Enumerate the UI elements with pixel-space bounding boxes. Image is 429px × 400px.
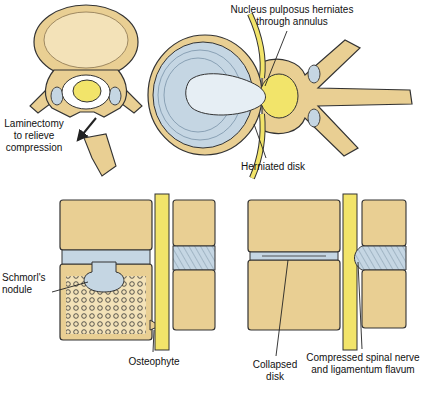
leader-line [254,124,266,158]
facet [109,87,121,105]
spinal-cord [73,80,101,102]
posterior-element [173,200,215,246]
herniated-disk-view [148,14,412,178]
sagittal-view-right [248,194,406,350]
part-label: Collapsed disk [246,359,304,383]
label-anchor: Compressed spinal nerve and ligamentum f… [302,352,424,376]
body-endplate [44,12,128,68]
leader-line [153,330,154,352]
label-anchor: Collapsed disk [246,359,304,383]
removal-arrow [78,118,96,140]
label-anchor: Herniated disk [228,161,318,173]
ligamentum-flavum [173,246,215,270]
vertebral-body [248,200,340,252]
posterior-element [362,270,406,328]
sagittal-view-left [60,194,215,350]
leader-line [358,262,362,349]
label-anchor: Nucleus pulposus herniates through annul… [222,4,362,28]
leader-lines [52,31,362,356]
removed-lamina [84,134,116,176]
part-label: Compressed spinal nerve and ligamentum f… [302,352,424,376]
vertebral-body [248,260,340,330]
vertebral-arch [45,70,126,117]
collapsed-disk [250,252,338,260]
ligamentum-flavum [355,246,407,270]
leader-line [52,282,88,292]
label-anchor: Schmorl's nodule [2,272,54,296]
vertebral-body [34,5,138,79]
part-label: Herniated disk [228,161,318,173]
leader-line [265,31,287,86]
disk-nucleus [262,256,326,257]
part-label: Schmorl's nodule [2,272,54,296]
facet [308,65,320,83]
posterior-element [173,270,215,330]
label-anchor: Laminectomy to relieve compression [2,118,66,153]
facet [51,87,63,105]
spinal-cord [343,194,357,350]
spinal-cord [155,194,169,350]
vertebral-body [60,200,152,250]
part-label: Laminectomy to relieve compression [2,118,66,153]
leader-line [276,260,288,356]
spinal-canal [62,75,110,109]
facet [308,109,320,127]
schmorls-nodule [84,262,124,292]
part-label: Nucleus pulposus herniates through annul… [222,4,362,28]
nucleus-pulposus [186,74,266,115]
label-anchor: Osteophyte [118,356,190,368]
part-label: Osteophyte [118,356,190,368]
posterior-element [362,200,406,246]
